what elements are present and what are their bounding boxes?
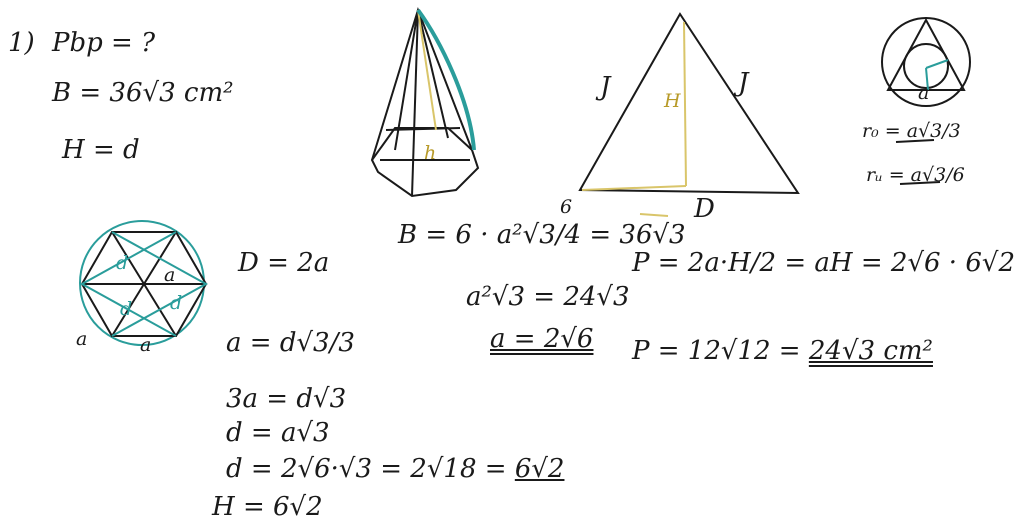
hexagon-diagonal-d2: d <box>170 292 183 314</box>
isosceles-triangle-drawing <box>578 12 800 217</box>
calc-d-result: 6√2 <box>514 454 565 484</box>
problem-number: 1) <box>8 28 35 58</box>
pyramid-height-label: h <box>424 142 437 164</box>
calc-a-squared: a²√3 = 24√3 <box>466 282 630 312</box>
sketches <box>79 6 971 346</box>
inradius-formula: rᵤ = a√3/6 <box>866 164 965 186</box>
calc-lateral-result: P = 12√12 = 24√3 cm² <box>632 338 933 364</box>
calc-a-result: a = 2√6 <box>490 324 594 354</box>
calc-base-area-formula: B = 6 · a²√3/4 = 36√3 <box>398 220 686 250</box>
calc-3a: 3a = d√3 <box>226 384 347 414</box>
calc-diameter: D = 2a <box>238 248 330 278</box>
calc-lateral-answer: 24√3 cm² <box>808 336 933 366</box>
given-lateral-area: Pbp = ? <box>52 28 156 58</box>
inscribed-triangle-circle-drawing <box>881 17 971 107</box>
calc-lateral-formula: P = 2a·H/2 = aH = 2√6 · 6√2 <box>632 248 1015 278</box>
calc-lateral-expression: P = 12√12 = <box>632 336 809 366</box>
hexagonal-pyramid-drawing <box>370 6 480 198</box>
circle-side-label: a <box>918 82 930 104</box>
triangle-base-number: 6 <box>560 196 573 218</box>
hexagon-side-a-left: a <box>76 328 88 350</box>
hexagon-diagonal-d3: d <box>120 298 133 320</box>
hexagon-side-a-bottom: a <box>140 334 152 356</box>
calc-a-from-d: a = d√3/3 <box>226 328 355 358</box>
circumradius-formula: r₀ = a√3/3 <box>862 120 961 142</box>
calc-d-expression: d = 2√6·√3 = 2√18 = <box>226 454 515 484</box>
triangle-height-label: H <box>664 90 681 112</box>
calc-d-value: d = 2√6·√3 = 2√18 = 6√2 <box>226 456 564 482</box>
calc-height-result: H = 6√2 <box>212 492 323 522</box>
given-base-area: B = 36√3 cm² <box>52 78 234 108</box>
triangle-side-left: J <box>600 72 611 102</box>
calc-d: d = a√3 <box>226 418 330 448</box>
hexagon-diagonal-d1: d <box>116 252 129 274</box>
triangle-base-label: D <box>694 194 715 224</box>
hexagon-circle-drawing <box>79 220 209 346</box>
given-height: H = d <box>62 135 140 165</box>
hexagon-side-a-inner: a <box>164 264 176 286</box>
fraction-bars <box>895 139 941 185</box>
triangle-side-right: J <box>738 68 749 98</box>
